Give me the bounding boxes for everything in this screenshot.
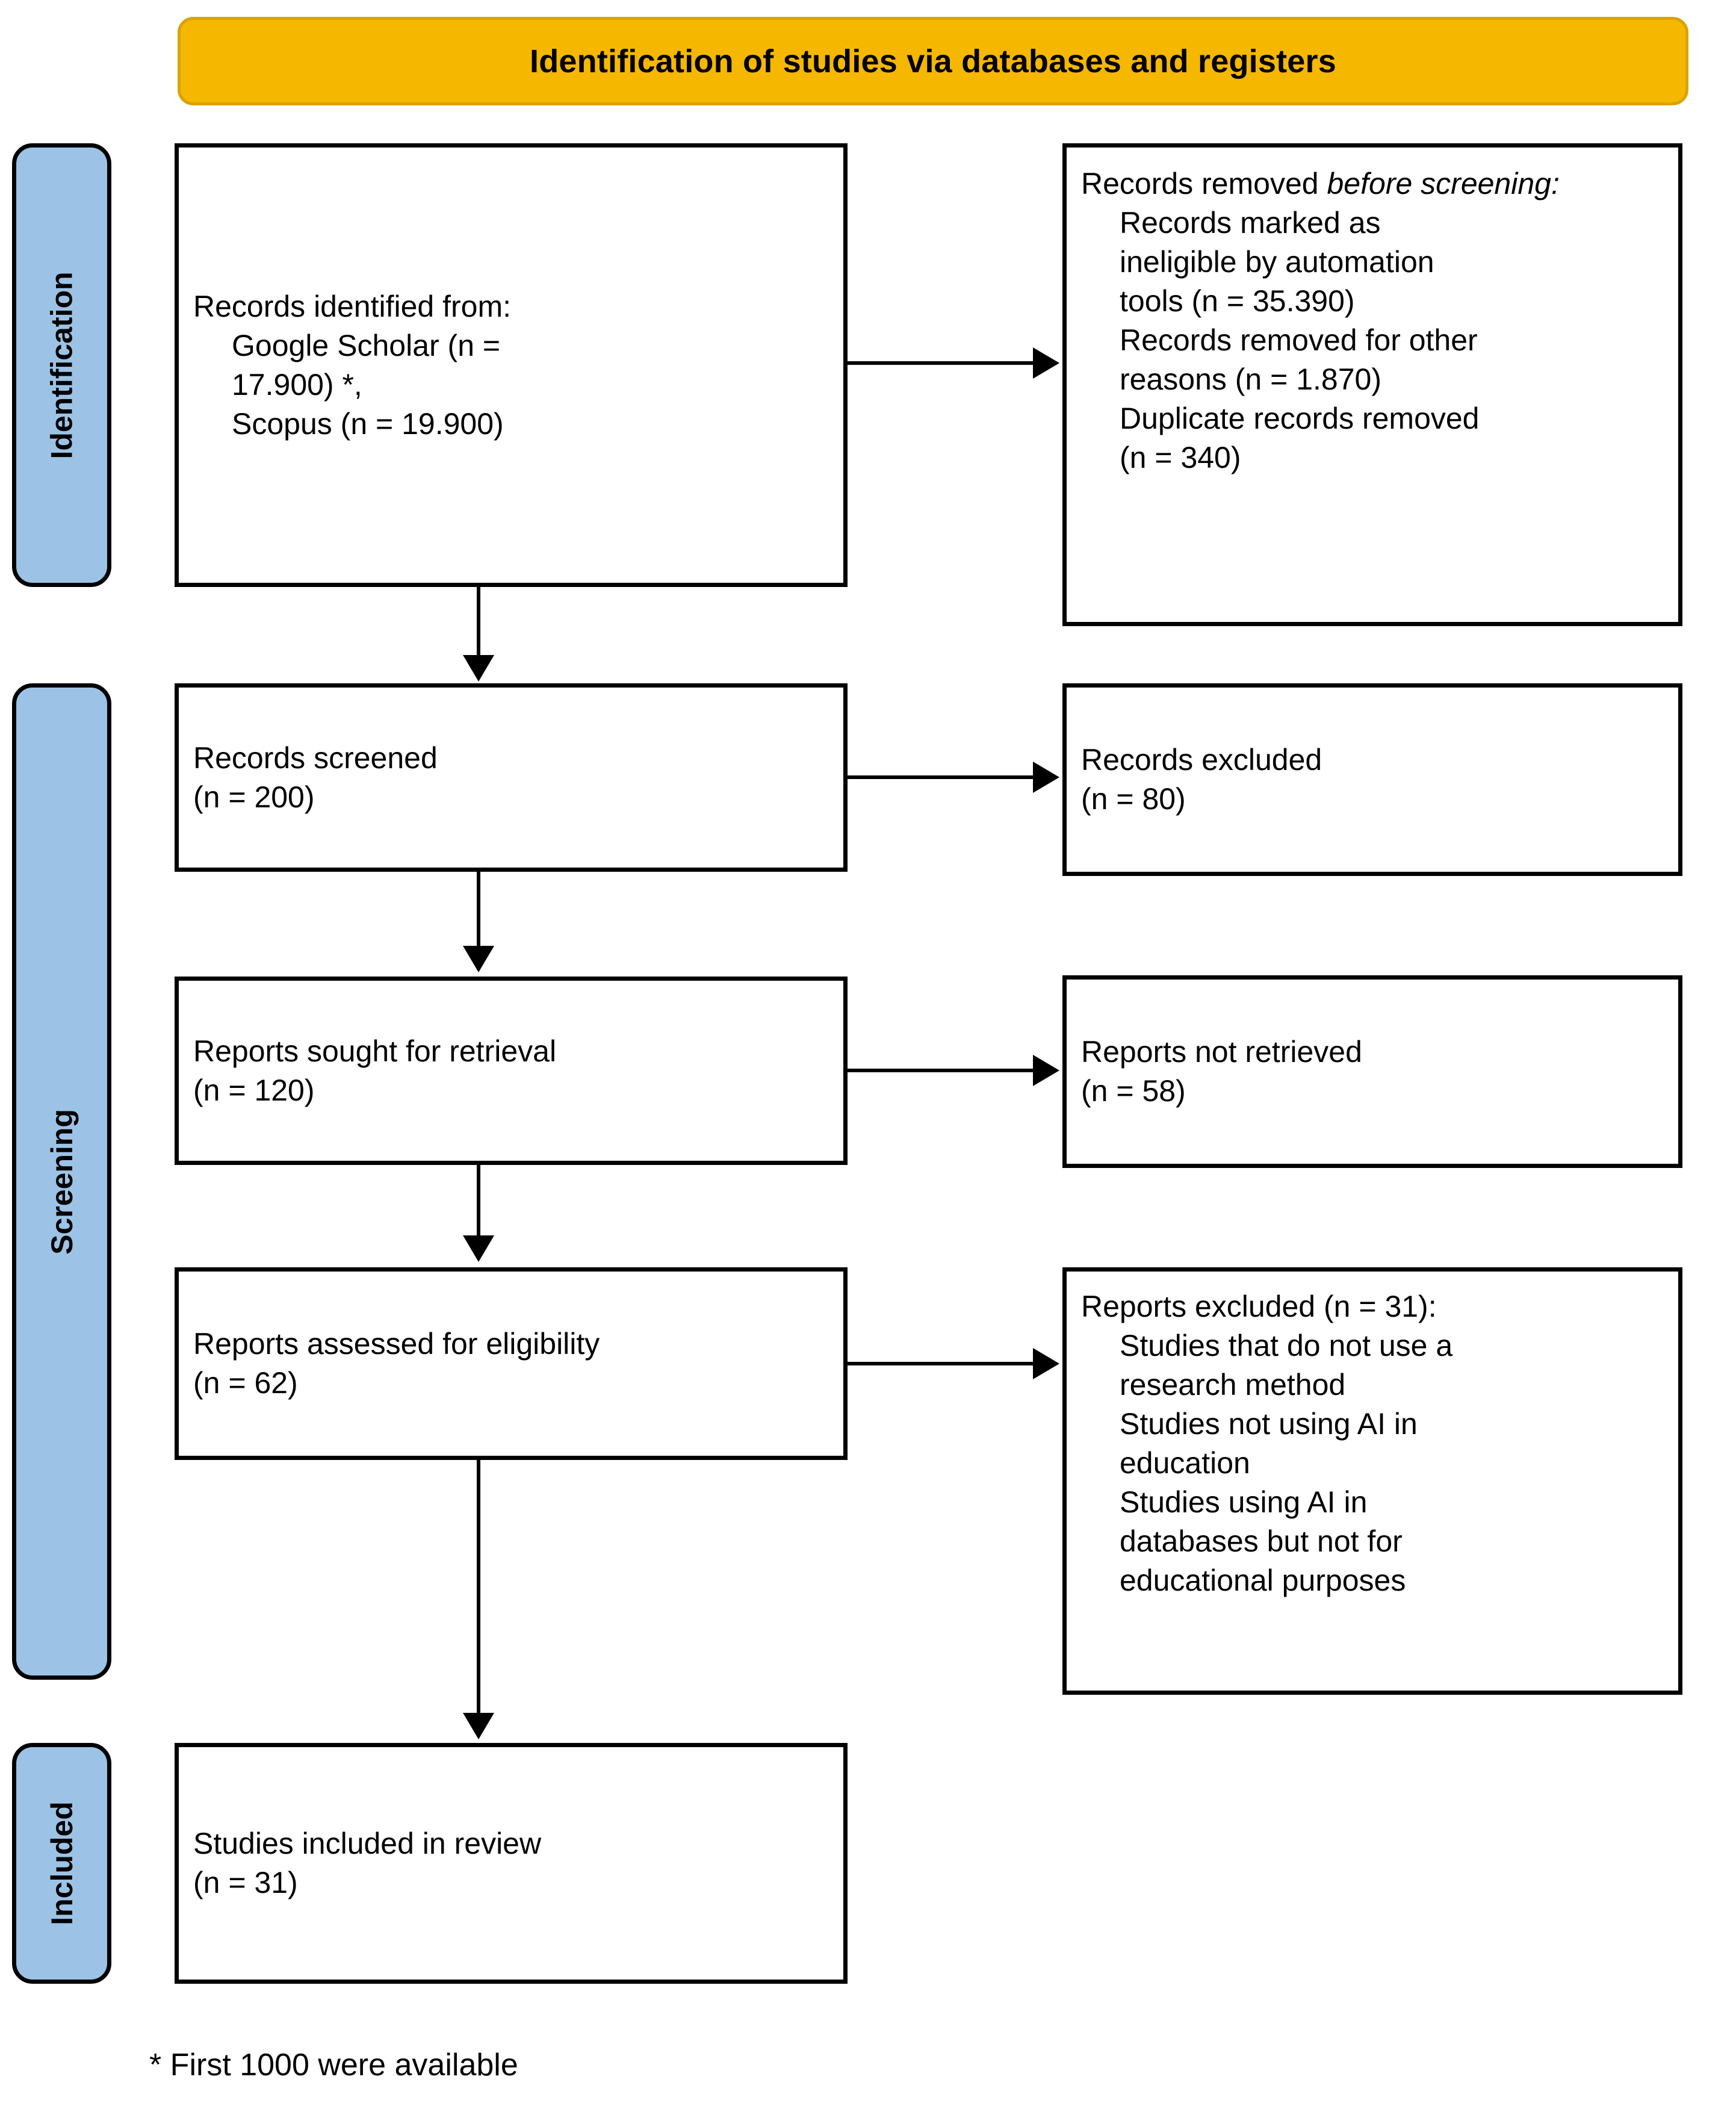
box-reports-not-retrieved: Reports not retrieved (n = 58) [1062, 975, 1682, 1168]
box-reports-sought: Reports sought for retrieval (n = 120) [175, 977, 848, 1165]
records-removed-line-4: reasons (n = 1.870) [1120, 362, 1381, 396]
diagram-footnote: * First 1000 were available [149, 2048, 518, 2082]
reports-excluded-heading: Reports excluded (n = 31): [1081, 1290, 1437, 1323]
box-records-screened: Records screened (n = 200) [175, 683, 848, 872]
stage-pill-identification: Identification [12, 143, 111, 587]
records-identified-line-0: Records identified from: [193, 289, 512, 323]
records-screened-line-1: (n = 200) [193, 780, 315, 814]
connector-line-identified-to-removed [848, 361, 1040, 365]
box-records-removed: Records removed before screening: Record… [1062, 143, 1682, 626]
reports-sought-line-1: (n = 120) [193, 1073, 315, 1107]
records-excluded-line-1: (n = 80) [1081, 782, 1186, 816]
studies-included-line-0: Studies included in review [193, 1827, 542, 1860]
box-records-identified: Records identified from: Google Scholar … [175, 143, 848, 587]
records-removed-heading-prefix: Records removed [1081, 167, 1327, 200]
reports-assessed-line-0: Reports assessed for eligibility [193, 1327, 600, 1361]
records-removed-line-1: ineligible by automation [1120, 245, 1434, 279]
records-removed-line-2: tools (n = 35.390) [1120, 284, 1355, 318]
stage-pill-included: Included [12, 1743, 111, 1984]
stage-pill-screening: Screening [12, 683, 111, 1680]
reports-excluded-line-3: education [1120, 1446, 1250, 1480]
records-removed-line-6: (n = 340) [1120, 441, 1241, 474]
diagram-title: Identification of studies via databases … [530, 43, 1336, 79]
box-reports-excluded: Reports excluded (n = 31): Studies that … [1062, 1267, 1682, 1695]
connector-line-assessed-to-included [477, 1460, 480, 1716]
reports-sought-line-0: Reports sought for retrieval [193, 1034, 557, 1068]
connector-line-screened-to-excluded [848, 775, 1040, 779]
box-records-excluded: Records excluded (n = 80) [1062, 683, 1682, 876]
stage-label-identification: Identification [45, 271, 79, 459]
records-identified-line-3: Scopus (n = 19.900) [232, 406, 504, 441]
records-removed-heading-italic: before screening [1327, 167, 1551, 200]
reports-excluded-line-0: Studies that do not use a [1120, 1329, 1453, 1362]
connector-line-screened-to-sought [477, 872, 480, 949]
records-identified-line-1: Google Scholar (n = [232, 328, 501, 362]
records-screened-line-0: Records screened [193, 741, 438, 775]
connector-line-identified-to-screened [477, 587, 480, 658]
records-removed-heading-suffix: : [1551, 167, 1560, 200]
records-identified-line-2: 17.900) *, [232, 367, 362, 402]
reports-excluded-line-5: databases but not for [1120, 1524, 1403, 1558]
connector-line-assessed-to-excluded [848, 1362, 1040, 1365]
arrowhead-assessed-to-excluded [1033, 1348, 1059, 1379]
arrowhead-identified-to-removed [1033, 347, 1059, 379]
records-removed-line-3: Records removed for other [1120, 323, 1478, 357]
studies-included-line-1: (n = 31) [193, 1866, 298, 1899]
connector-line-sought-to-not-retrieved [848, 1069, 1040, 1072]
box-studies-included: Studies included in review (n = 31) [175, 1743, 848, 1984]
reports-not-retrieved-line-0: Reports not retrieved [1081, 1035, 1362, 1069]
records-excluded-line-0: Records excluded [1081, 743, 1322, 777]
records-removed-line-0: Records marked as [1120, 206, 1381, 240]
arrowhead-sought-to-assessed [463, 1235, 494, 1262]
arrowhead-assessed-to-included [463, 1713, 494, 1739]
connector-line-sought-to-assessed [477, 1165, 480, 1238]
reports-excluded-line-6: educational purposes [1120, 1564, 1406, 1597]
reports-excluded-line-1: research method [1120, 1368, 1346, 1402]
arrowhead-screened-to-sought [463, 946, 494, 972]
arrowhead-sought-to-not-retrieved [1033, 1055, 1059, 1086]
diagram-header-banner: Identification of studies via databases … [178, 17, 1688, 105]
box-reports-assessed: Reports assessed for eligibility (n = 62… [175, 1267, 848, 1460]
arrowhead-screened-to-excluded [1033, 762, 1059, 793]
reports-excluded-line-2: Studies not using AI in [1120, 1407, 1418, 1441]
reports-not-retrieved-line-1: (n = 58) [1081, 1074, 1186, 1108]
stage-label-included: Included [45, 1801, 79, 1925]
reports-assessed-line-1: (n = 62) [193, 1366, 298, 1400]
reports-excluded-line-4: Studies using AI in [1120, 1485, 1368, 1519]
records-removed-heading: Records removed before screening: [1081, 164, 1664, 203]
stage-label-screening: Screening [45, 1108, 79, 1255]
records-removed-line-5: Duplicate records removed [1120, 402, 1480, 435]
arrowhead-identified-to-screened [463, 655, 494, 682]
